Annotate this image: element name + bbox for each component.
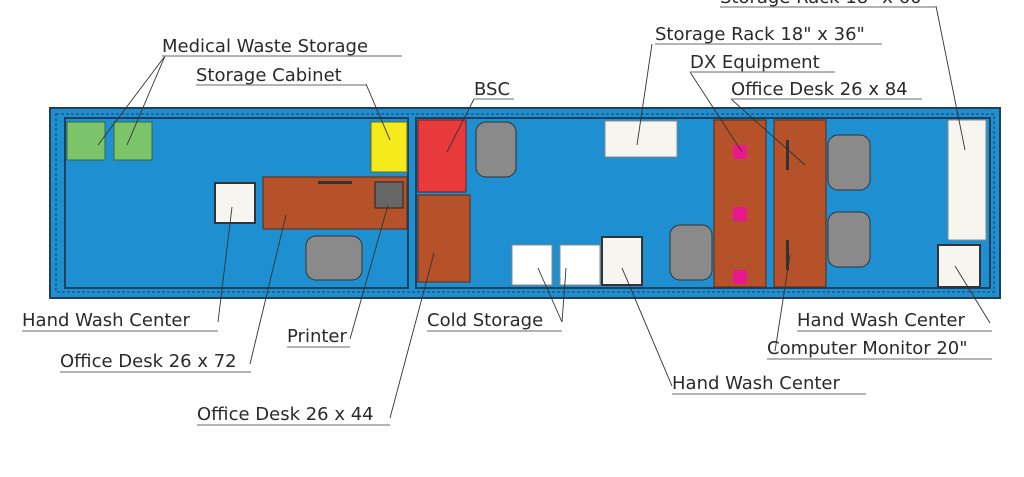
computer-monitor [786, 240, 789, 270]
label-office-desk-84: Office Desk 26 x 84 [731, 79, 908, 100]
chair [305, 235, 363, 281]
label-printer: Printer [287, 326, 347, 347]
label-storage-rack-60: Storage Rack 18" x 60" [720, 0, 930, 8]
dx-equipment-3 [733, 270, 747, 284]
cold-storage-2 [559, 244, 601, 286]
storage-cabinet [370, 121, 408, 173]
printer [374, 181, 404, 209]
dx-equipment-2 [733, 207, 747, 221]
hand-wash-left [214, 182, 256, 224]
label-cold-storage: Cold Storage [427, 310, 543, 331]
chair [827, 134, 871, 191]
computer-monitor [786, 140, 789, 170]
label-computer-monitor: Computer Monitor 20" [767, 338, 968, 359]
dx-equipment-1 [733, 145, 747, 159]
chair [827, 211, 871, 268]
chair [475, 121, 517, 178]
bsc [417, 119, 467, 193]
hand-wash-right [937, 244, 981, 288]
label-storage-cabinet: Storage Cabinet [196, 65, 342, 86]
room-left [64, 117, 409, 289]
office-desk-44 [417, 194, 471, 283]
medical-waste-bin-2 [113, 121, 153, 161]
label-hand-wash-left: Hand Wash Center [22, 310, 190, 331]
medical-waste-bin-1 [66, 121, 106, 161]
label-storage-rack-36: Storage Rack 18" x 36" [655, 24, 865, 45]
label-office-desk-72: Office Desk 26 x 72 [60, 351, 237, 372]
label-hand-wash-mid: Hand Wash Center [672, 373, 840, 394]
leader-lines [97, 5, 991, 419]
label-medical-waste-storage: Medical Waste Storage [162, 36, 368, 57]
hand-wash-mid [601, 236, 643, 286]
label-hand-wash-right: Hand Wash Center [797, 310, 965, 331]
label-office-desk-44: Office Desk 26 x 44 [197, 404, 374, 425]
cold-storage-1 [511, 244, 553, 286]
keyboard [318, 181, 352, 184]
label-dx-equipment: DX Equipment [690, 52, 820, 73]
chair [669, 224, 713, 281]
room-right [415, 117, 991, 289]
office-desk-84 [773, 119, 827, 288]
storage-rack-36 [604, 120, 678, 158]
label-bsc: BSC [474, 79, 510, 100]
storage-rack-60 [947, 119, 987, 241]
inner-wall [55, 113, 995, 293]
